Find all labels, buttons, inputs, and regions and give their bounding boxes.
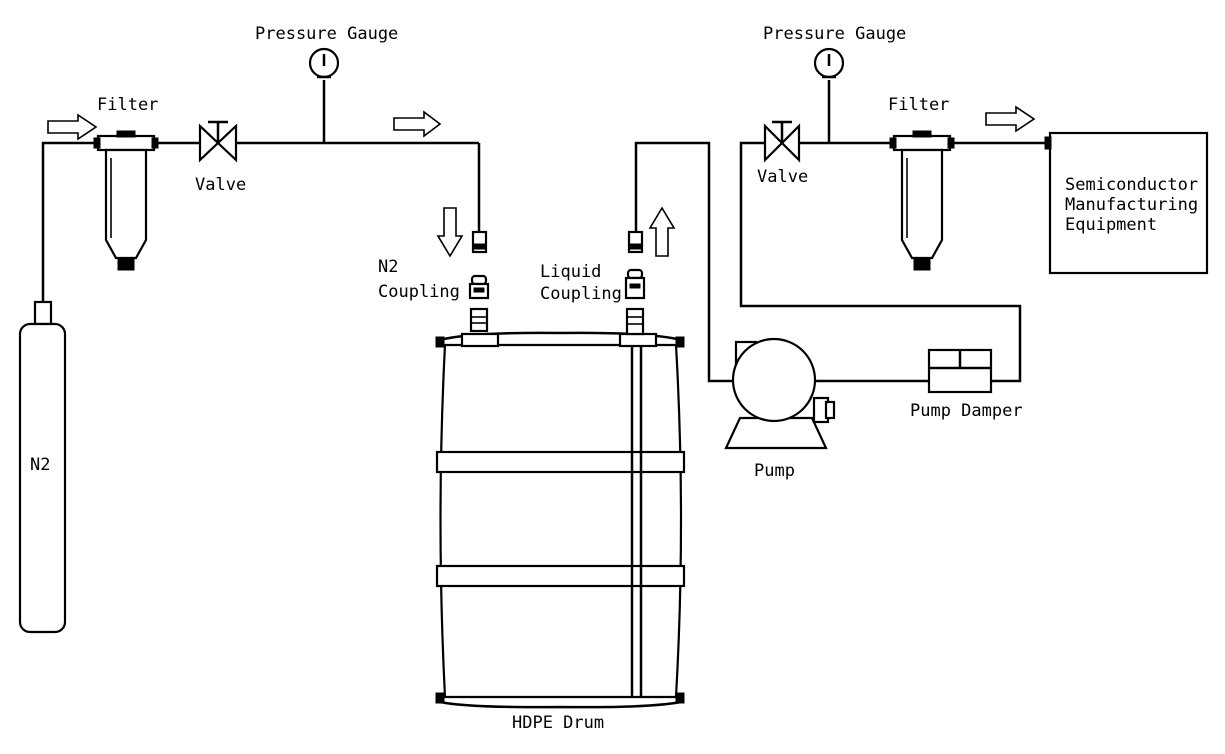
valve-left [198,120,238,163]
pump-damper-label: Pump Damper [910,401,1023,421]
pump-label: Pump [754,461,795,481]
equipment-label-3: Equipment [1065,215,1157,235]
flow-arrow-icon [393,110,442,138]
valve-right [763,120,801,163]
drum-label: HDPE Drum [512,713,604,733]
pressure-gauge-right-label: Pressure Gauge [763,24,906,44]
liquid-coupling-label-1: Liquid [540,262,601,282]
filter-left [93,130,159,271]
flow-arrow-icon [436,207,464,258]
filter-left-label: Filter [97,95,158,115]
liquid-coupling-label-2: Coupling [540,284,622,304]
filter-right-label: Filter [888,95,949,115]
equipment-label-2: Manufacturing [1065,195,1198,215]
n2-coupling-label-2: Coupling [378,282,460,302]
hdpe-drum [435,331,686,709]
n2-cylinder-label: N2 [30,455,50,475]
pump-damper [927,348,993,394]
flow-arrow-icon [985,105,1036,133]
liquid-delivery-piping [634,80,1046,383]
valve-right-label: Valve [757,167,808,187]
filter-right [889,130,955,271]
pressure-gauge-left [308,47,340,79]
liquid-coupling-icon [624,230,646,336]
pump [724,337,836,450]
n2-coupling-label-1: N2 [378,257,398,277]
equipment-label-1: Semiconductor [1065,175,1198,195]
pressure-gauge-right [813,47,845,79]
pressure-gauge-left-label: Pressure Gauge [255,24,398,44]
n2-supply-piping [41,80,481,302]
valve-left-label: Valve [195,175,246,195]
n2-cylinder [18,300,67,634]
semiconductor-equipment [1044,131,1209,275]
flow-arrow-icon [648,206,676,257]
n2-coupling-icon [468,230,490,333]
flow-arrow-icon [47,113,98,141]
